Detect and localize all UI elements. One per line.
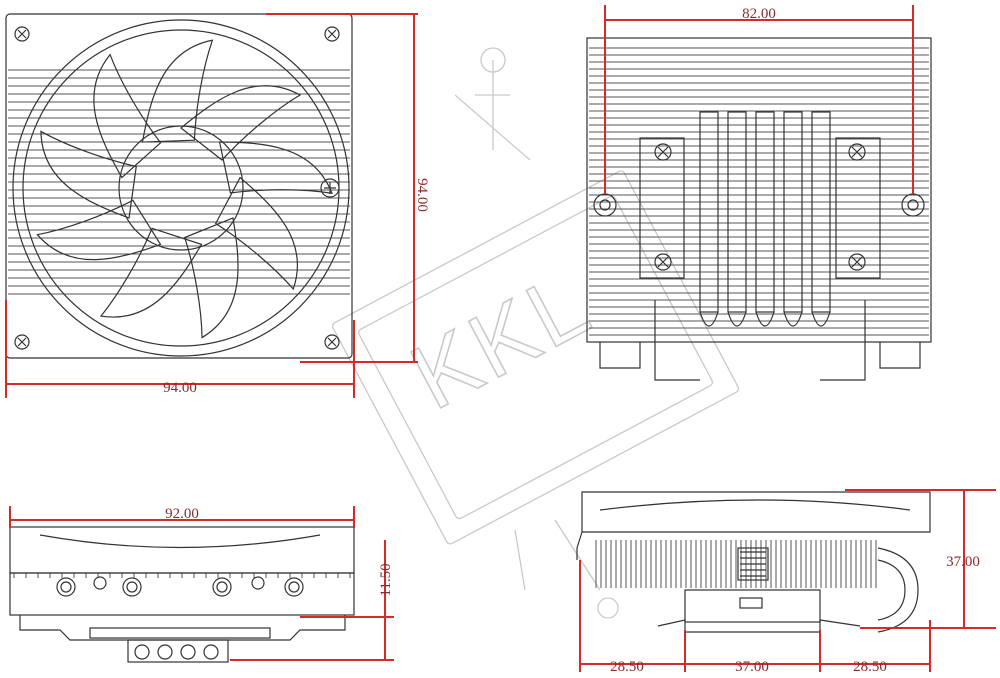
- fan-height-dimension: 94.00: [414, 178, 430, 212]
- heatsink-fins: [595, 540, 877, 588]
- fan-blades: [36, 39, 333, 339]
- fan-top-view: 94.00 94.00: [5, 13, 430, 398]
- mount-spacing-dimension: 82.00: [742, 6, 776, 22]
- side-profile-view: 37.00 28.50 37.00 28.50: [576, 489, 996, 675]
- base-width-dimension: 37.00: [735, 659, 769, 675]
- screw-icon: [14, 26, 340, 350]
- side-front-view: 92.00 11.50: [9, 506, 394, 663]
- back-view: 82.00: [586, 5, 932, 381]
- right-offset-dimension: 28.50: [853, 659, 887, 675]
- heatpipes: [654, 111, 866, 381]
- fan-width-dimension: 94.00: [163, 380, 197, 396]
- clearance-dimension: 11.50: [378, 563, 394, 596]
- heatpipe-end-icon: [56, 576, 304, 597]
- watermark-text: KKL: [396, 252, 608, 429]
- left-offset-dimension: 28.50: [610, 659, 644, 675]
- heatsink-fins: [13, 573, 351, 578]
- side-width-dimension: 92.00: [165, 506, 199, 522]
- heatsink-fins: [8, 69, 350, 295]
- profile-height-dimension: 37.00: [946, 554, 980, 570]
- heatsink-fins: [589, 47, 929, 336]
